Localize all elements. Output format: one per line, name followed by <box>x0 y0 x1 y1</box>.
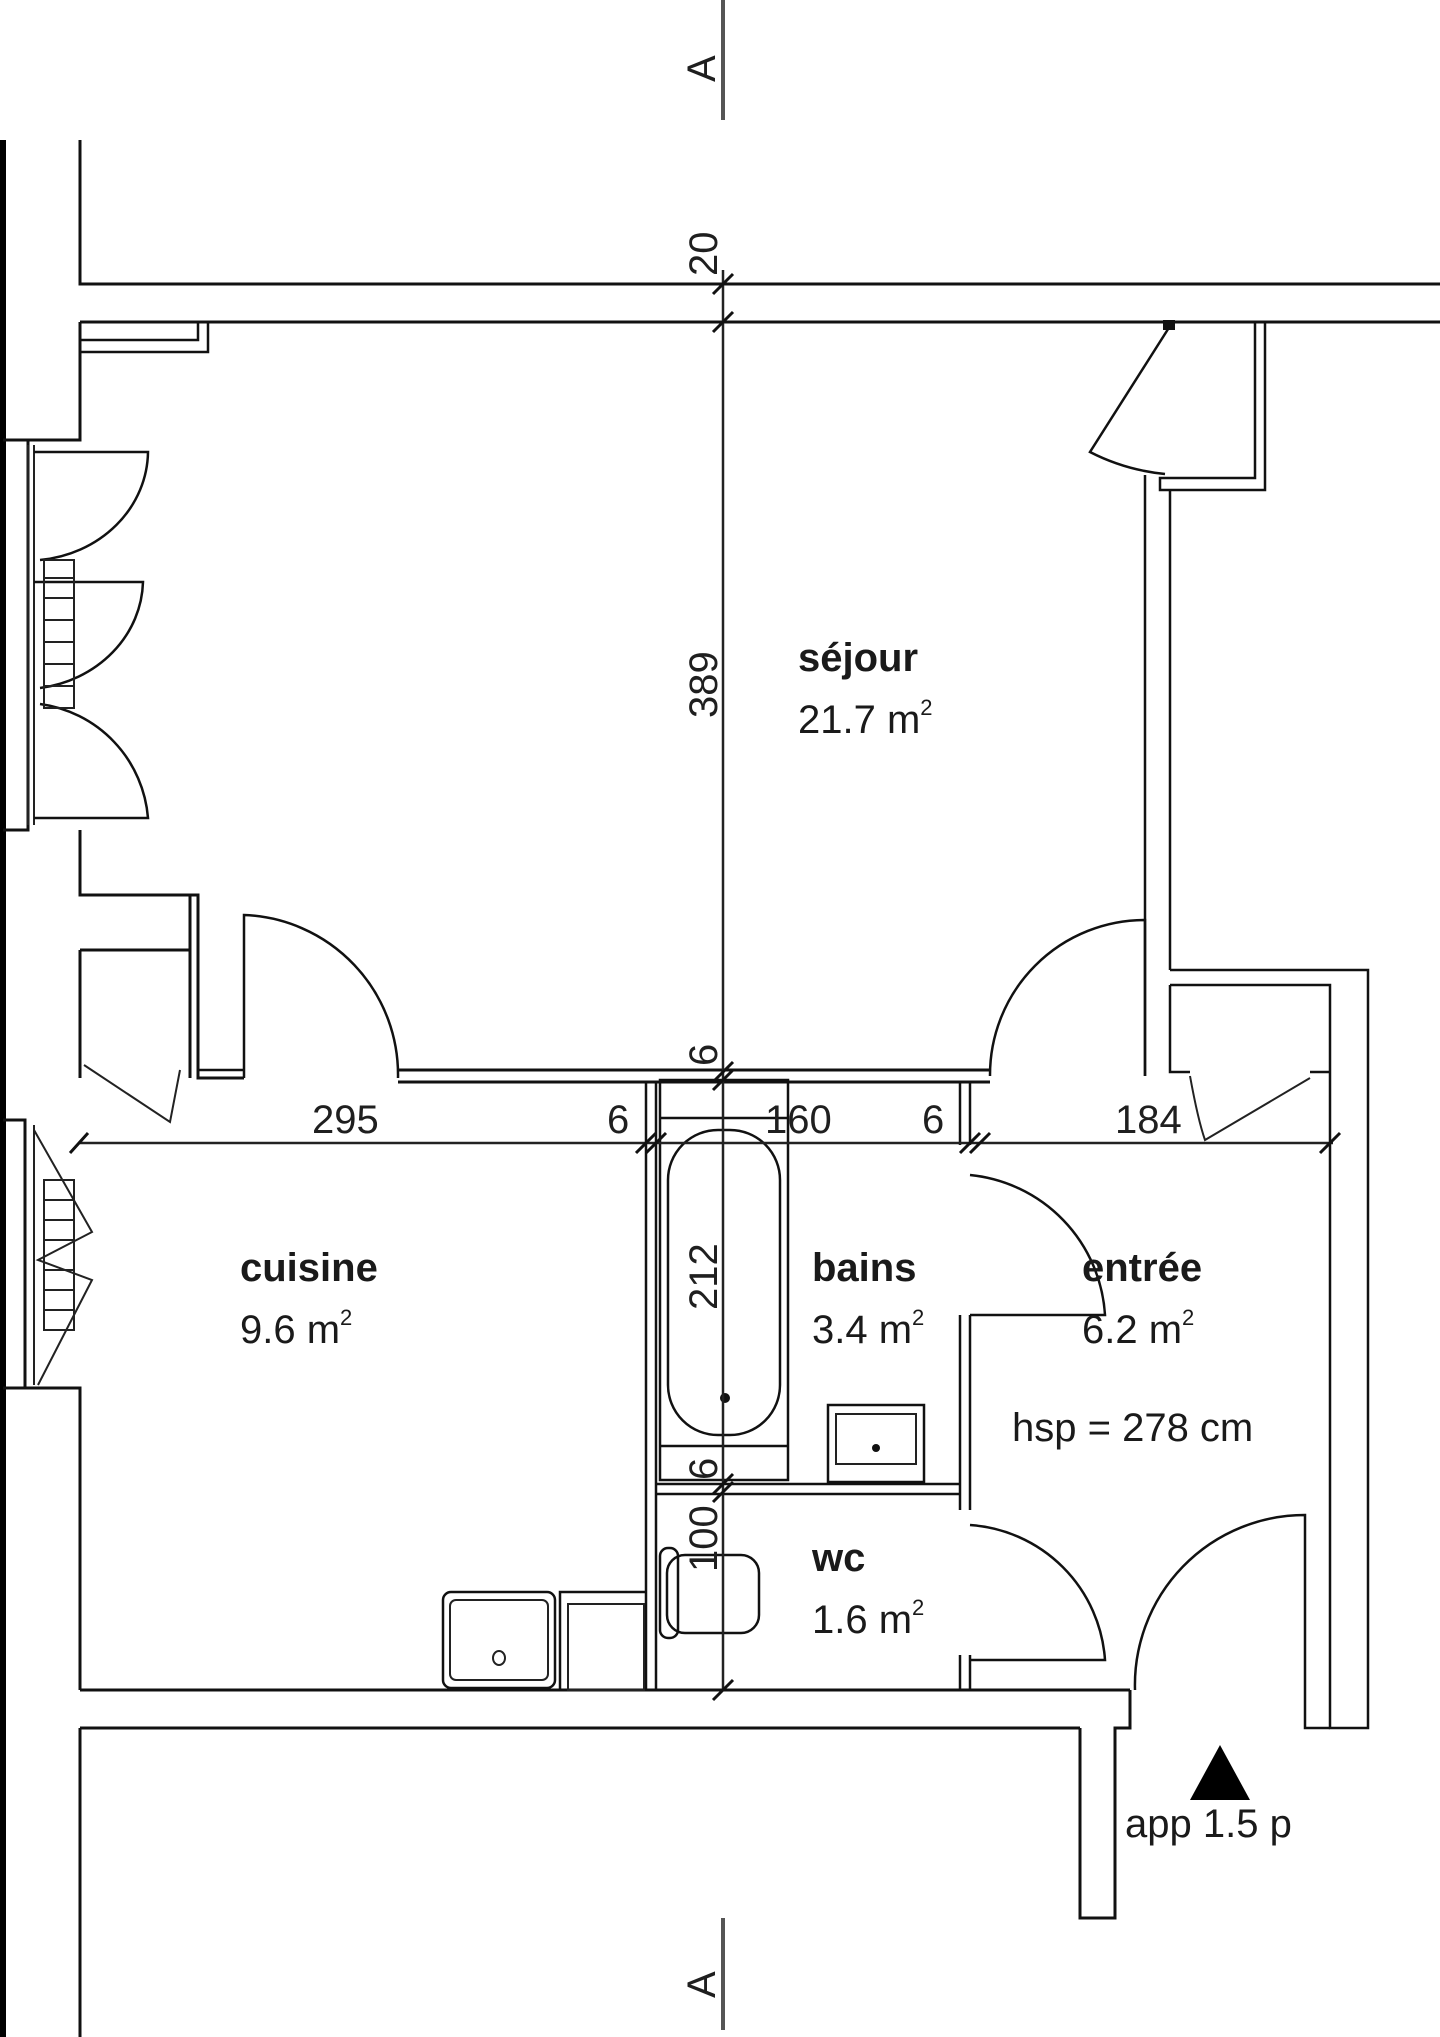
dim-295: 295 <box>312 1098 379 1142</box>
door-entrance <box>1133 1513 1330 1730</box>
bathroom-walls <box>644 1082 972 1690</box>
room-area: 21.7 m2 <box>798 695 933 742</box>
door-bains <box>969 1173 1107 1317</box>
bathroom-sink <box>826 1403 926 1484</box>
dim-160: 160 <box>765 1098 832 1142</box>
dim-212: 212 <box>682 1243 726 1310</box>
room-area: 3.4 m2 <box>812 1305 925 1352</box>
dim-100: 100 <box>682 1505 726 1572</box>
window-cuisine <box>3 1118 94 1690</box>
toilet <box>658 1546 761 1640</box>
door-sejour-entree <box>988 918 1147 1077</box>
room-area: 6.2 m2 <box>1082 1305 1195 1352</box>
section-label-top: A <box>680 55 724 82</box>
dim-389: 389 <box>682 651 726 718</box>
dim-6-bottom: 6 <box>682 1457 726 1480</box>
room-wc: wc 1.6 m2 <box>812 1536 924 1643</box>
room-area: 9.6 m2 <box>240 1305 353 1352</box>
apartment-label: app 1.5 p <box>1125 1802 1292 1846</box>
top-exterior-wall <box>78 140 1440 324</box>
right-wall-sejour <box>1143 475 1370 1730</box>
ceiling-height-label: hsp = 278 cm <box>1012 1406 1254 1450</box>
room-name: wc <box>812 1536 866 1580</box>
room-name: bains <box>812 1246 917 1290</box>
room-bains: bains 3.4 m2 <box>812 1246 924 1353</box>
room-name: cuisine <box>240 1246 378 1290</box>
dim-6-left: 6 <box>607 1098 630 1142</box>
kitchen-sink <box>441 1590 646 1691</box>
room-sejour: séjour 21.7 m2 <box>798 636 933 743</box>
closet-top-right <box>1088 320 1267 492</box>
section-label-bottom: A <box>680 1971 724 1998</box>
room-area: 1.6 m2 <box>812 1595 925 1642</box>
door-sejour-cuisine <box>198 913 400 1079</box>
window-sejour <box>27 445 150 825</box>
dim-6-top: 6 <box>682 1043 726 1066</box>
room-name: entrée <box>1082 1246 1203 1290</box>
dim-184: 184 <box>1115 1098 1182 1142</box>
dimension-lines <box>68 270 1342 1702</box>
bottom-wall <box>78 1688 1132 2037</box>
left-wall-sejour <box>3 322 244 1080</box>
door-wc <box>969 1523 1107 1662</box>
room-entree: entrée 6.2 m2 <box>1082 1246 1202 1353</box>
dim-6-right: 6 <box>922 1098 945 1142</box>
room-name: séjour <box>798 636 919 680</box>
room-cuisine: cuisine 9.6 m2 <box>240 1246 378 1353</box>
sejour-bottom-wall <box>398 1068 990 1084</box>
dim-20: 20 <box>682 231 726 277</box>
